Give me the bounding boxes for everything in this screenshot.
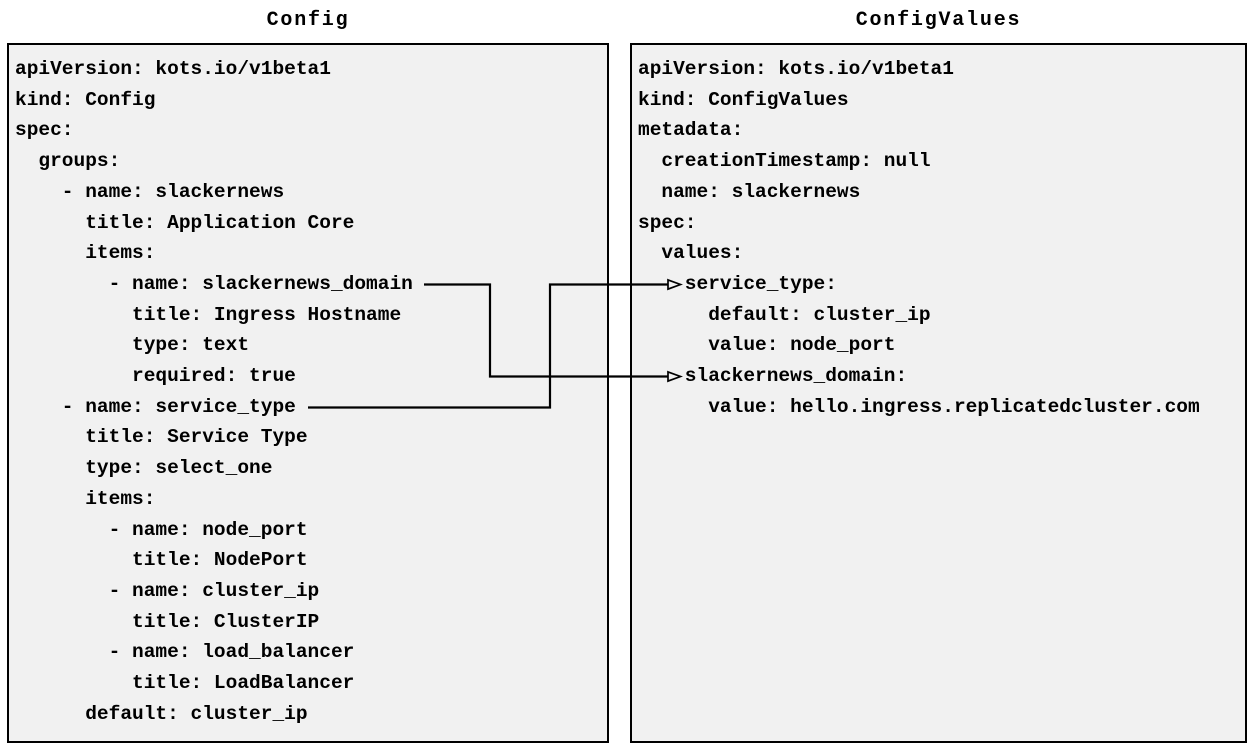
config-panel-title: Config — [266, 9, 350, 32]
config-yaml-code: apiVersion: kots.io/v1beta1 kind: Config… — [15, 58, 413, 725]
configvalues-panel: apiVersion: kots.io/v1beta1 kind: Config… — [630, 43, 1247, 743]
configvalues-panel-title: ConfigValues — [855, 9, 1022, 32]
configvalues-yaml-code: apiVersion: kots.io/v1beta1 kind: Config… — [638, 58, 1200, 418]
config-panel: apiVersion: kots.io/v1beta1 kind: Config… — [7, 43, 609, 743]
